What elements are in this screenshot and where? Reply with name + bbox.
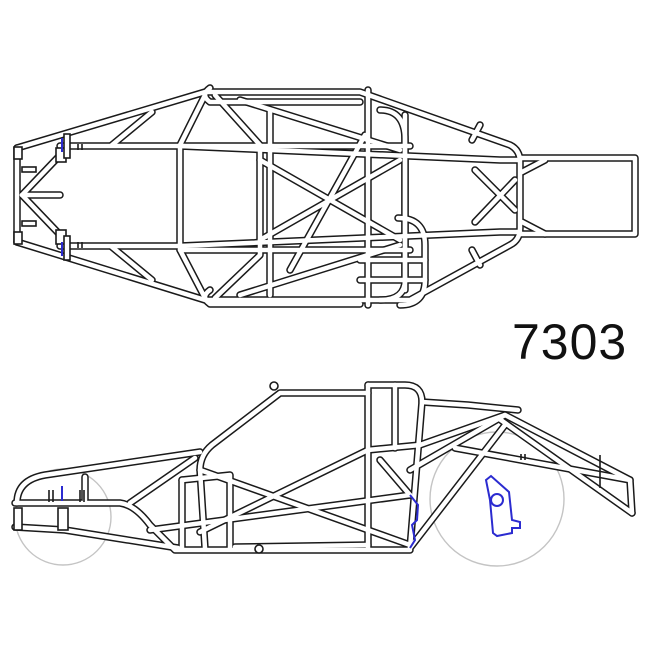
side-view xyxy=(11,381,636,567)
model-number-label: 7303 xyxy=(512,314,628,370)
top-view-tubes-inner xyxy=(14,85,638,308)
trailing-arm-mount xyxy=(409,494,420,549)
side-view-tubes-inner xyxy=(12,382,635,553)
top-view-front-mounts xyxy=(13,133,83,261)
side-view-rear-suspension xyxy=(409,454,601,549)
side-view-front-mounts xyxy=(13,381,279,554)
rear-hub-hole xyxy=(490,493,504,507)
top-view xyxy=(13,84,639,309)
rear-hub-plate xyxy=(484,474,521,538)
